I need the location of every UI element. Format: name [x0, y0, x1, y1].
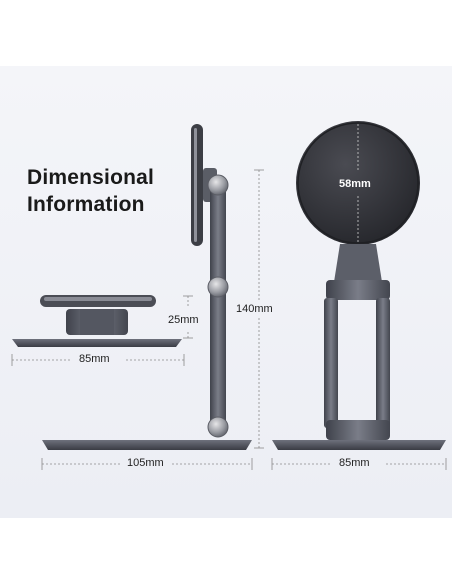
total-height-label: 140mm	[236, 303, 273, 315]
dimension-line-base-depth	[41, 458, 253, 470]
title-line-1: Dimensional	[27, 166, 155, 189]
side-view-stand	[42, 124, 252, 450]
page-title: Dimensional Information	[27, 164, 154, 218]
dimension-line-total-height	[254, 169, 264, 449]
base-width-left-label: 85mm	[79, 353, 110, 365]
base-depth-label: 105mm	[127, 457, 164, 469]
dimension-line-base-width-left	[11, 354, 185, 366]
dimension-line-base-width-right	[271, 458, 447, 470]
dimension-line-lift-height	[183, 295, 193, 339]
front-view-stand	[272, 121, 446, 450]
lift-height-label: 25mm	[168, 314, 199, 326]
base-width-right-label: 85mm	[339, 457, 370, 469]
folded-stand	[12, 295, 182, 347]
disc-diameter-label: 58mm	[339, 178, 371, 190]
title-line-2: Information	[27, 193, 145, 216]
